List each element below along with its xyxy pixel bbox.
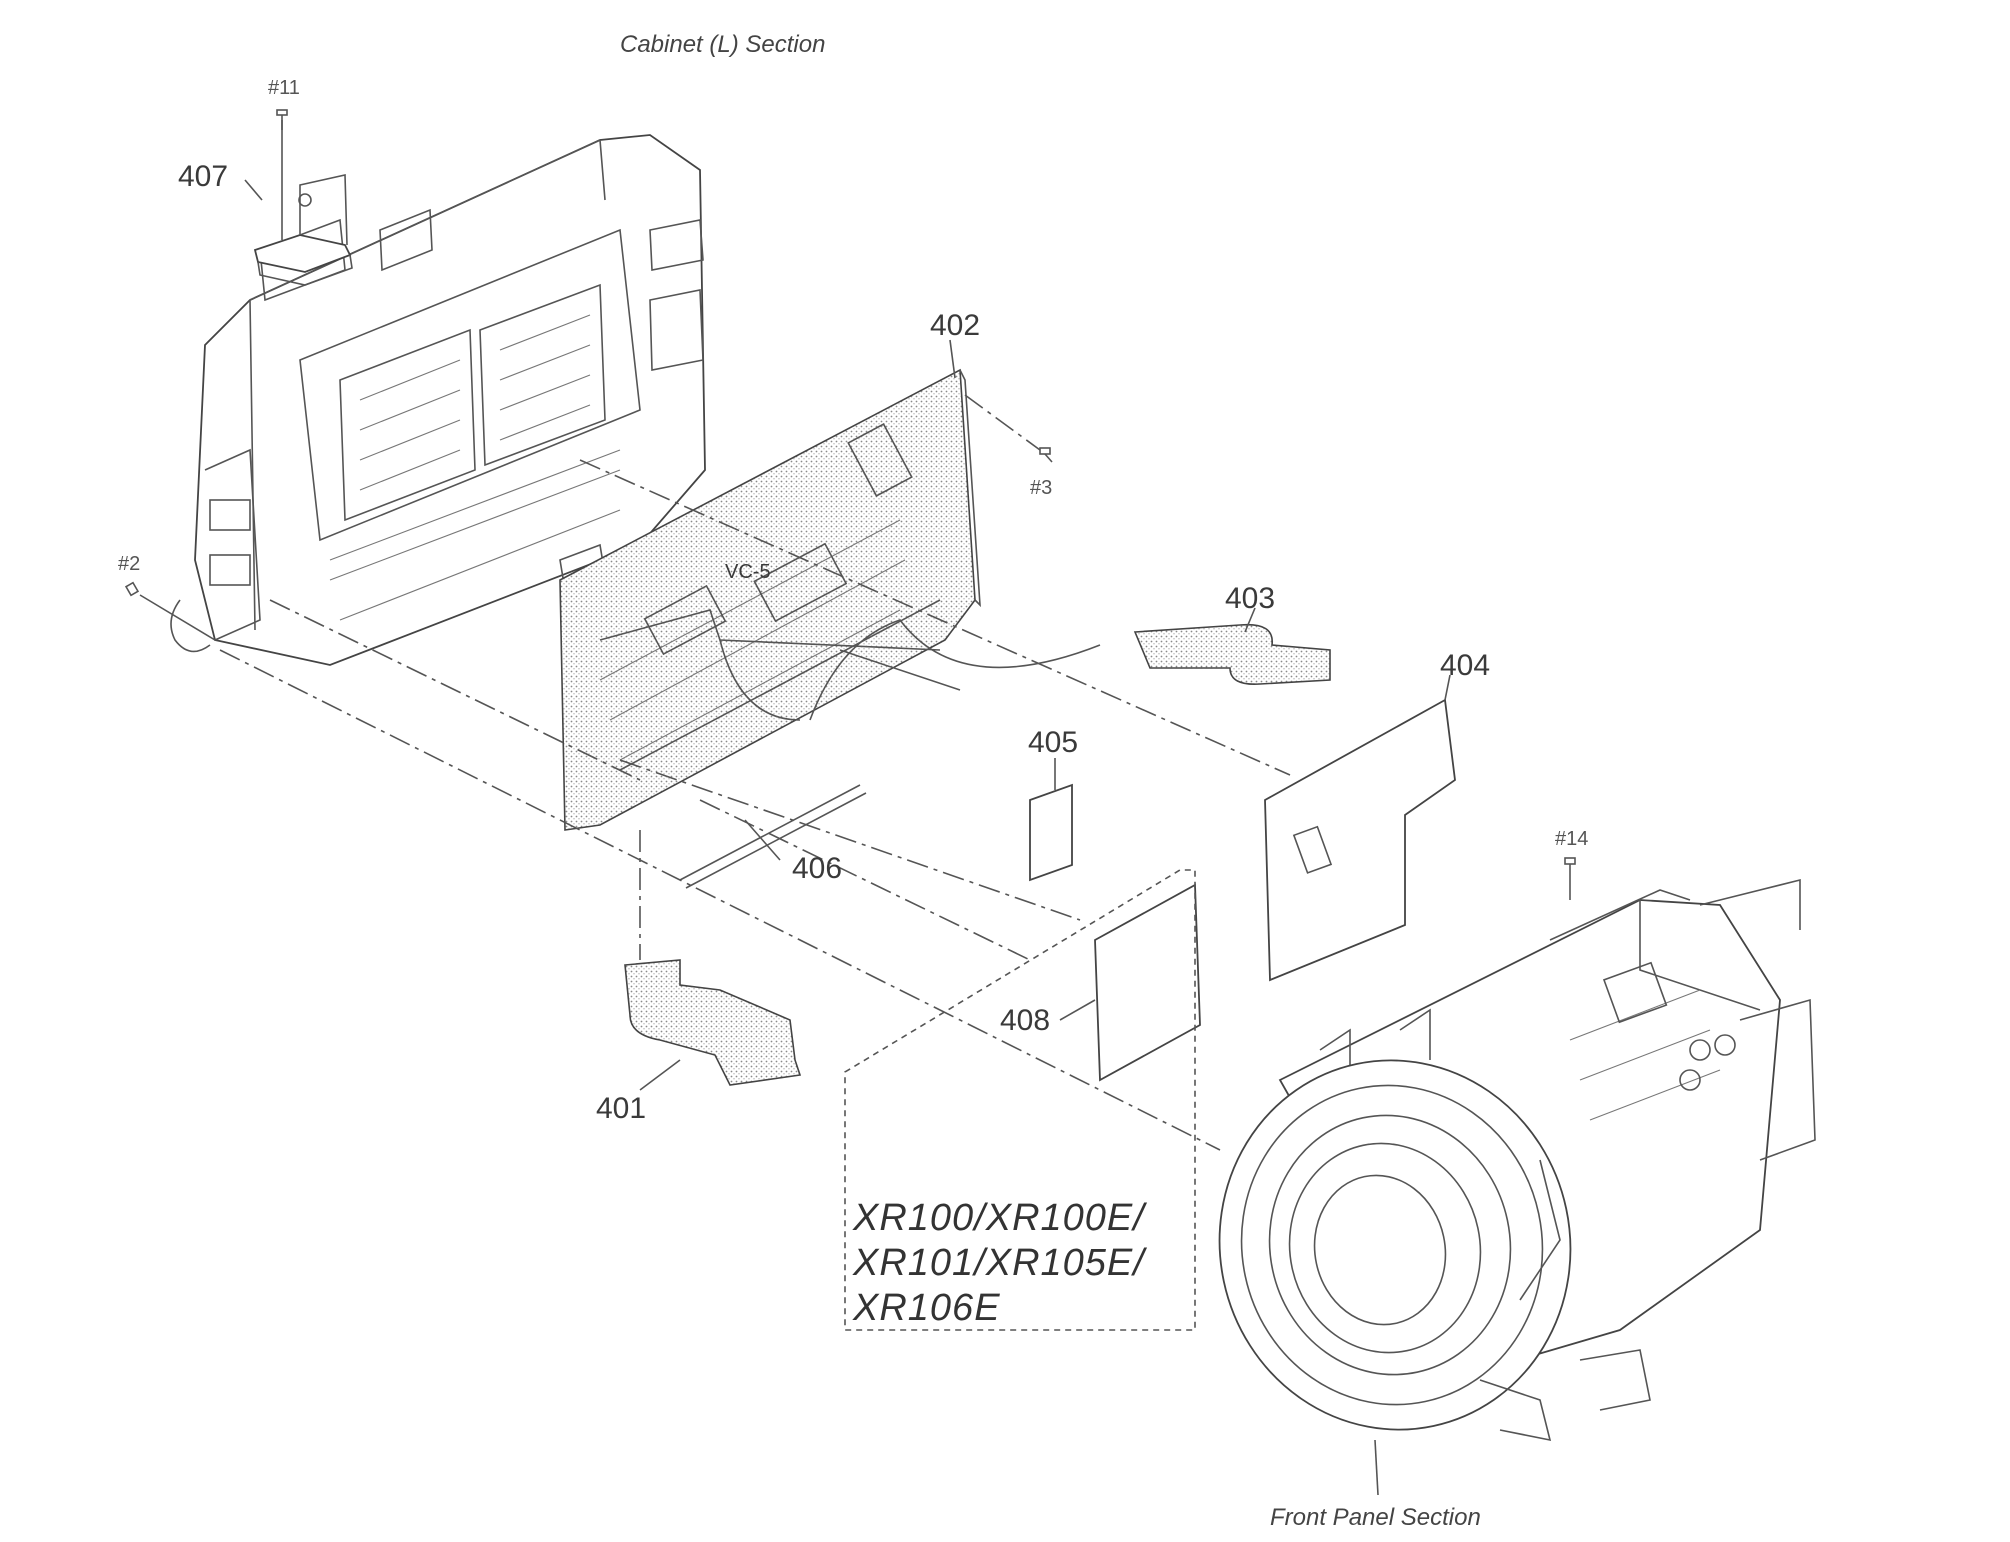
part-401-flex-cable [624,959,802,1086]
label-407: 407 [178,160,228,193]
label-405: 405 [1028,726,1078,759]
alignment-line-408 [619,759,1081,921]
models-line-1: XR100/XR100E/ [852,1197,1147,1239]
leader-board-2 [839,649,961,691]
screw-2-guide [139,594,216,641]
label-screw-14: #14 [1555,828,1588,850]
label-402: 402 [930,309,980,342]
part-404-insulating-sheet [1264,698,1456,982]
alignment-line-lower [219,649,1221,1151]
label-408: 408 [1000,1004,1050,1037]
part-406-strip [679,784,867,889]
cabinet-l-frame [170,134,706,666]
label-404: 404 [1440,649,1490,682]
part-407-bracket [253,174,353,286]
part-408-sheet [1094,883,1201,1082]
models-line-3: XR106E [852,1287,1001,1329]
front-panel-section-title: Front Panel Section [1270,1504,1481,1531]
label-406: 406 [792,852,842,885]
label-screw-2: #2 [118,553,140,575]
label-screw-3: #3 [1030,477,1052,499]
screw-14-icon [1564,857,1576,900]
models-line-2: XR101/XR105E/ [852,1242,1147,1284]
board-label-vc5: VC-5 [725,561,771,583]
label-401: 401 [596,1092,646,1125]
alignment-line-405 [699,799,1031,961]
label-screw-11: #11 [268,77,300,99]
screw-3-icon [1039,447,1053,463]
alignment-line-upper [579,459,1291,776]
label-403: 403 [1225,582,1275,615]
screw-11-icon [276,109,288,130]
leader-board [599,609,941,651]
part-402-main-board [559,368,981,831]
front-panel-lens-assembly [1218,878,1816,1442]
connection-403-b [719,639,801,721]
part-405-sheet [1029,783,1073,882]
cabinet-section-title: Cabinet (L) Section [620,31,825,58]
part-403-flex-cable [1133,623,1331,685]
screw-3-guide [964,394,1041,451]
connection-403 [809,619,1101,721]
alignment-line-board [269,599,641,781]
model-applicability-box [844,869,1196,1331]
front-panel-leader [1374,1439,1379,1496]
screw-2-icon [124,581,140,597]
